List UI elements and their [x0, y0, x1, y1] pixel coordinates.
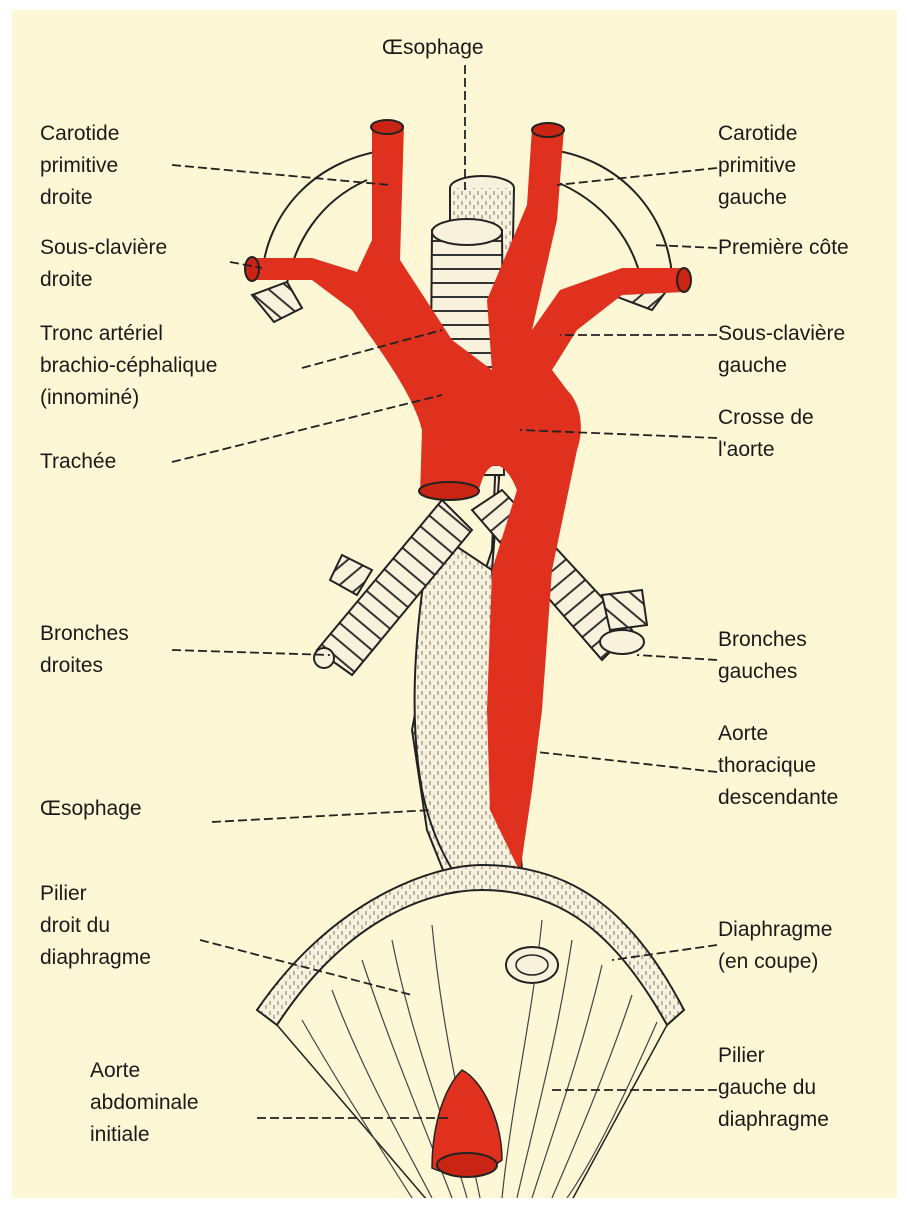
abdominal-aorta	[432, 1070, 502, 1177]
label-premiere-cote: Première côte	[718, 232, 849, 264]
label-diaphragme: Diaphragme(en coupe)	[718, 914, 832, 978]
label-oesophage-top: Œsophage	[382, 32, 484, 64]
label-oesophage-mid: Œsophage	[40, 793, 142, 825]
label-trachee: Trachée	[40, 446, 116, 478]
